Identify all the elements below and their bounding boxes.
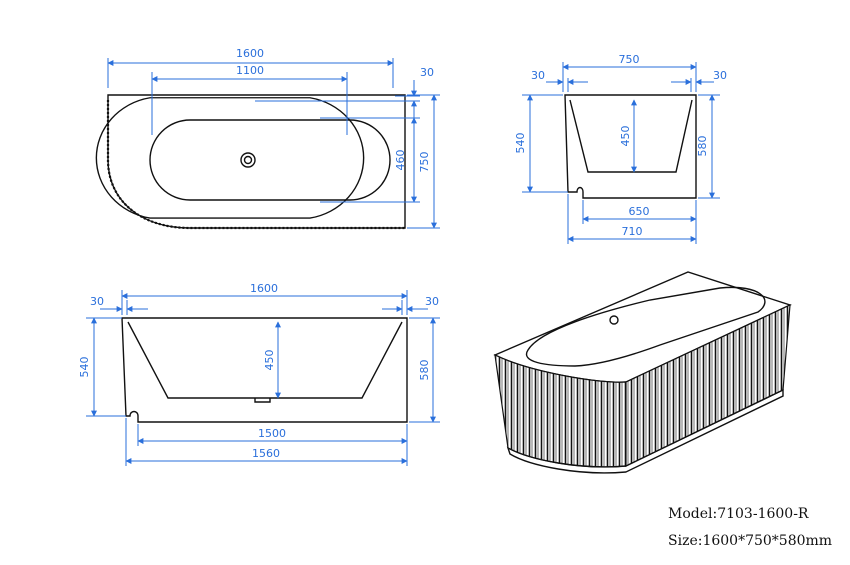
model-label: Model:7103-1600-R [668,506,809,522]
dim-top-wall: 30 [420,66,434,79]
side-view-outline [121,317,408,423]
dim-side-base-inner: 1500 [258,427,286,440]
top-view-fluted-edge [106,100,405,230]
dim-end-height-right: 580 [696,136,709,157]
dim-side-length: 1600 [250,282,278,295]
dim-end-width: 750 [619,53,640,66]
dim-top-inner-length: 1100 [236,64,264,77]
iso-fluted-front [494,353,627,468]
dim-side-wall-right: 30 [425,295,439,308]
dim-end-base-inner: 650 [629,205,650,218]
dim-end-depth: 450 [619,126,632,147]
dim-side-depth: 450 [263,350,276,371]
dim-top-length: 1600 [236,47,264,60]
iso-basin [525,286,766,367]
dim-side-wall-left: 30 [90,295,104,308]
dim-end-wall-right: 30 [713,69,727,82]
side-view: 1600 30 30 540 450 580 1500 1560 [78,282,440,466]
dim-end-wall-left: 30 [531,69,545,82]
iso-drain-icon [609,315,619,325]
isometric-view [493,271,792,474]
dim-end-height-left: 540 [514,133,527,154]
drain-icon [240,152,256,168]
dim-end-base-outer: 710 [622,225,643,238]
top-view-outer-outline [107,94,406,229]
end-view: 750 30 30 540 450 580 650 710 [514,53,727,244]
side-view-basin [127,321,403,399]
top-view: 1600 1100 30 460 750 [95,47,440,230]
dim-top-width: 750 [418,152,431,173]
top-view-basin-outer [95,97,365,219]
size-label: Size:1600*750*580mm [668,533,832,549]
iso-plinth [506,388,784,474]
dim-side-height-right: 580 [418,360,431,381]
dim-side-height-left: 540 [78,357,91,378]
top-view-basin-inner [149,119,391,201]
end-view-outline [564,94,697,199]
dim-side-base-outer: 1560 [252,447,280,460]
dim-top-inner-width: 460 [394,150,407,171]
